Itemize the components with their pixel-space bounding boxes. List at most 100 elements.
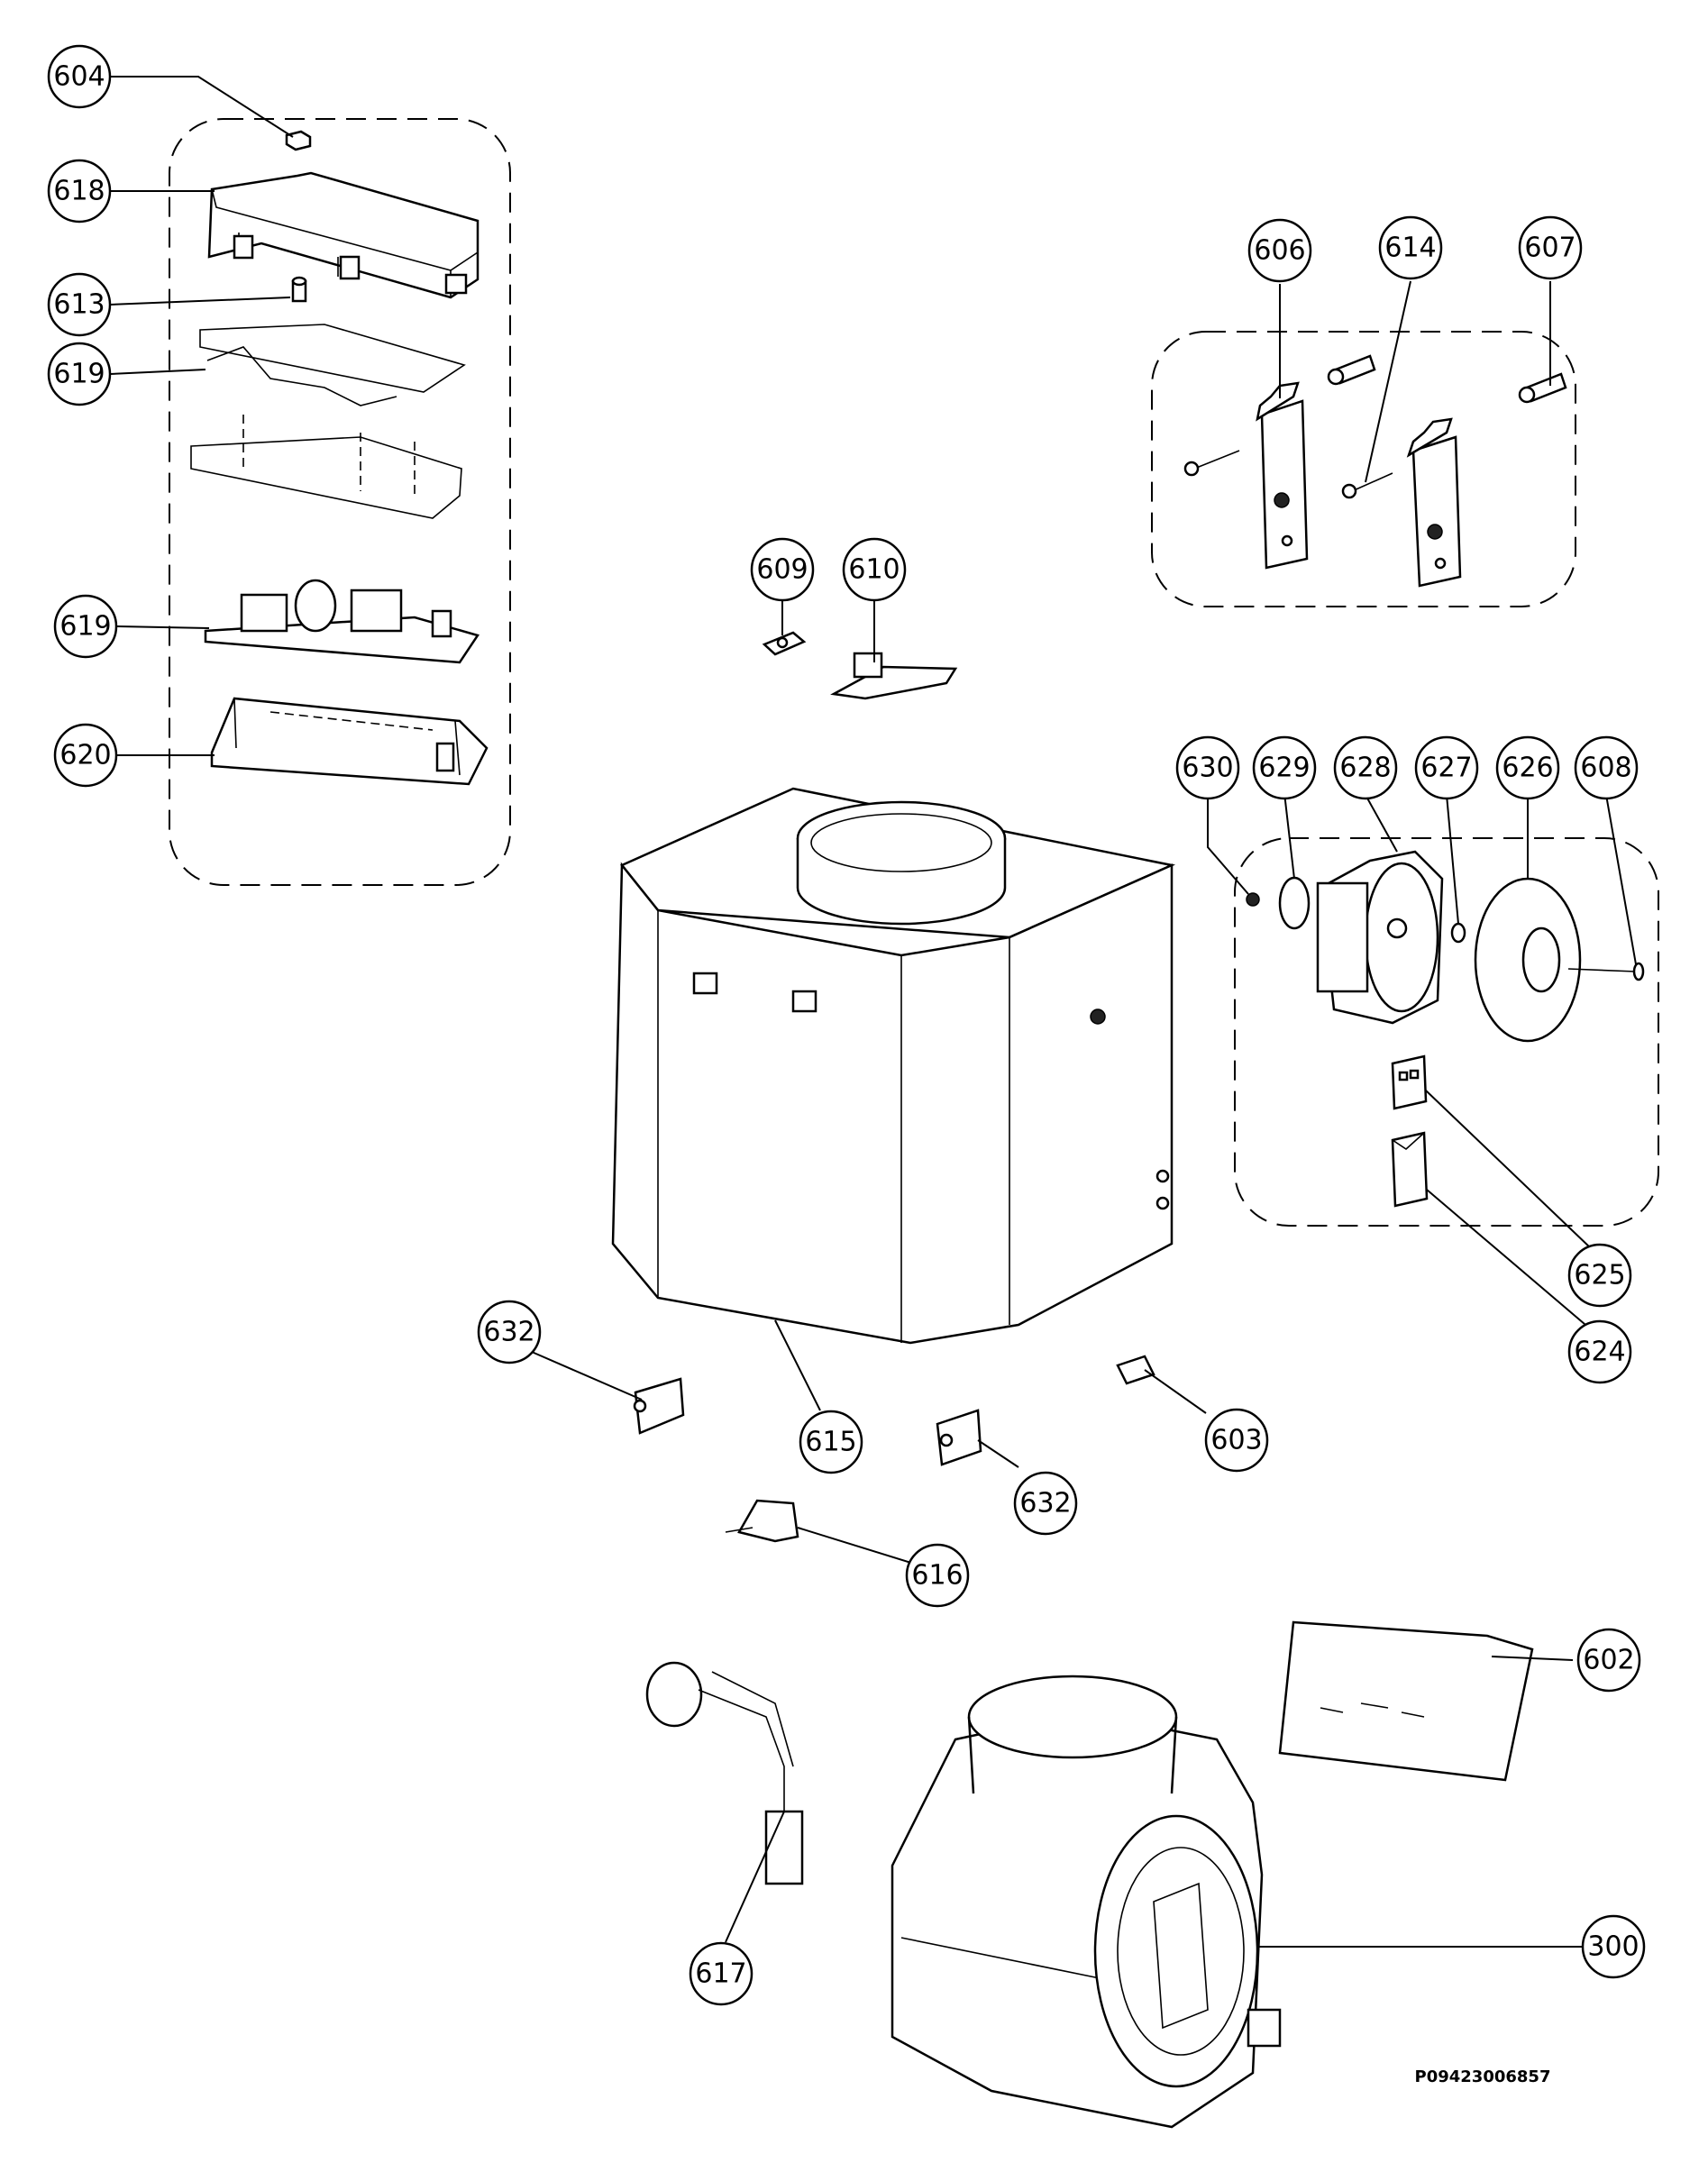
part-613-spacer xyxy=(291,276,307,303)
svg-text:624: 624 xyxy=(1574,1337,1625,1368)
part-620-box-cover xyxy=(210,697,489,786)
svg-text:629: 629 xyxy=(1258,753,1310,784)
part-627-washer xyxy=(1450,922,1466,944)
leader-629 xyxy=(1283,792,1295,880)
leader-628 xyxy=(1365,794,1398,853)
callout-629: 629 xyxy=(1252,735,1317,800)
callout-602: 602 xyxy=(1576,1628,1641,1693)
group-outline-motor-capacitor xyxy=(1234,837,1659,1227)
svg-text:619: 619 xyxy=(59,611,111,643)
leader-619a xyxy=(109,369,206,375)
svg-text:618: 618 xyxy=(53,176,105,207)
callout-626: 626 xyxy=(1495,735,1560,800)
callout-614: 614 xyxy=(1378,215,1443,280)
leader-603 xyxy=(1144,1369,1207,1414)
callout-617: 617 xyxy=(689,1941,754,2006)
svg-text:617: 617 xyxy=(695,1958,746,1990)
part-606-bracket-right xyxy=(1406,417,1462,588)
callout-632-left: 632 xyxy=(477,1300,542,1364)
leader-632b xyxy=(977,1439,1019,1468)
leader-614 xyxy=(1365,280,1411,483)
leader-617 xyxy=(725,1811,785,1943)
callout-608: 608 xyxy=(1574,735,1639,800)
part-614-screw xyxy=(1341,472,1393,499)
svg-text:613: 613 xyxy=(53,289,105,321)
part-630-screw xyxy=(1246,892,1260,907)
leader-608 xyxy=(1605,794,1637,965)
svg-text:602: 602 xyxy=(1583,1645,1634,1676)
callout-609: 609 xyxy=(750,537,815,602)
callout-607: 607 xyxy=(1518,215,1583,280)
callout-620: 620 xyxy=(53,723,118,788)
part-628-motor-gear xyxy=(1316,850,1444,1025)
part-603-grommet xyxy=(1116,1355,1155,1385)
callout-630: 630 xyxy=(1175,735,1240,800)
callout-618: 618 xyxy=(47,159,112,224)
part-618-control-box xyxy=(207,171,480,299)
svg-text:615: 615 xyxy=(805,1427,856,1458)
part-624-connector xyxy=(1391,1131,1429,1208)
svg-text:603: 603 xyxy=(1210,1425,1262,1456)
part-300-blower-motor xyxy=(891,1675,1282,2129)
callout-604: 604 xyxy=(47,44,112,109)
callout-606: 606 xyxy=(1247,218,1312,283)
svg-text:630: 630 xyxy=(1182,753,1233,784)
part-607-wall-plug-right xyxy=(1518,372,1567,404)
callout-610: 610 xyxy=(842,537,907,602)
callout-603: 603 xyxy=(1204,1408,1269,1473)
leader-625 xyxy=(1425,1090,1592,1249)
part-screw-left xyxy=(1183,450,1240,477)
part-610-clip xyxy=(830,652,958,700)
svg-text:619: 619 xyxy=(53,359,105,390)
leader-616 xyxy=(797,1527,929,1569)
svg-text:616: 616 xyxy=(911,1560,963,1592)
callout-632-right: 632 xyxy=(1013,1471,1078,1536)
svg-text:606: 606 xyxy=(1254,235,1305,267)
leader-624 xyxy=(1426,1189,1592,1330)
leader-613 xyxy=(109,297,291,306)
svg-text:609: 609 xyxy=(756,554,808,586)
callout-619-upper: 619 xyxy=(47,342,112,406)
svg-text:300: 300 xyxy=(1587,1931,1639,1963)
callout-300: 300 xyxy=(1581,1914,1646,1979)
part-626-capacitor-wheel xyxy=(1474,877,1582,1043)
callout-627: 627 xyxy=(1414,735,1479,800)
callout-619-lower: 619 xyxy=(53,594,118,659)
part-606-bracket-left xyxy=(1256,381,1309,570)
part-608-pin xyxy=(1567,962,1645,981)
leader-630 xyxy=(1207,795,1249,895)
leader-619b xyxy=(116,625,210,629)
callout-616: 616 xyxy=(905,1543,970,1608)
part-602-cover-plate xyxy=(1278,1620,1534,1782)
leader-627 xyxy=(1446,794,1459,925)
part-607-wall-plug-left xyxy=(1327,354,1376,386)
callout-624: 624 xyxy=(1567,1319,1632,1384)
svg-text:614: 614 xyxy=(1384,233,1436,264)
part-615-housing xyxy=(611,787,1176,1345)
svg-text:632: 632 xyxy=(483,1317,534,1348)
part-619-insulation-sheet xyxy=(190,324,466,519)
group-outline-mounting-brackets xyxy=(1151,331,1576,607)
svg-text:626: 626 xyxy=(1502,753,1553,784)
svg-text:604: 604 xyxy=(53,61,105,93)
svg-text:625: 625 xyxy=(1574,1260,1625,1291)
drawing-code: P09423006857 xyxy=(1415,2067,1551,2086)
leader-615 xyxy=(774,1319,821,1411)
part-629-disc xyxy=(1278,876,1311,930)
svg-text:632: 632 xyxy=(1019,1488,1071,1520)
svg-text:607: 607 xyxy=(1524,233,1576,264)
part-616-switch xyxy=(725,1499,799,1543)
part-619-circuit-board xyxy=(204,579,480,664)
part-609-washer xyxy=(762,631,807,656)
part-632-bracket-right xyxy=(936,1409,982,1466)
svg-text:608: 608 xyxy=(1580,753,1631,784)
leader-602 xyxy=(1491,1656,1574,1661)
callout-625: 625 xyxy=(1567,1243,1632,1308)
group-outline-control-unit xyxy=(169,118,511,886)
svg-text:627: 627 xyxy=(1420,753,1472,784)
callout-615: 615 xyxy=(799,1410,863,1474)
leader-632a xyxy=(531,1351,643,1401)
part-625-connector xyxy=(1391,1054,1428,1110)
callout-628: 628 xyxy=(1333,735,1398,800)
